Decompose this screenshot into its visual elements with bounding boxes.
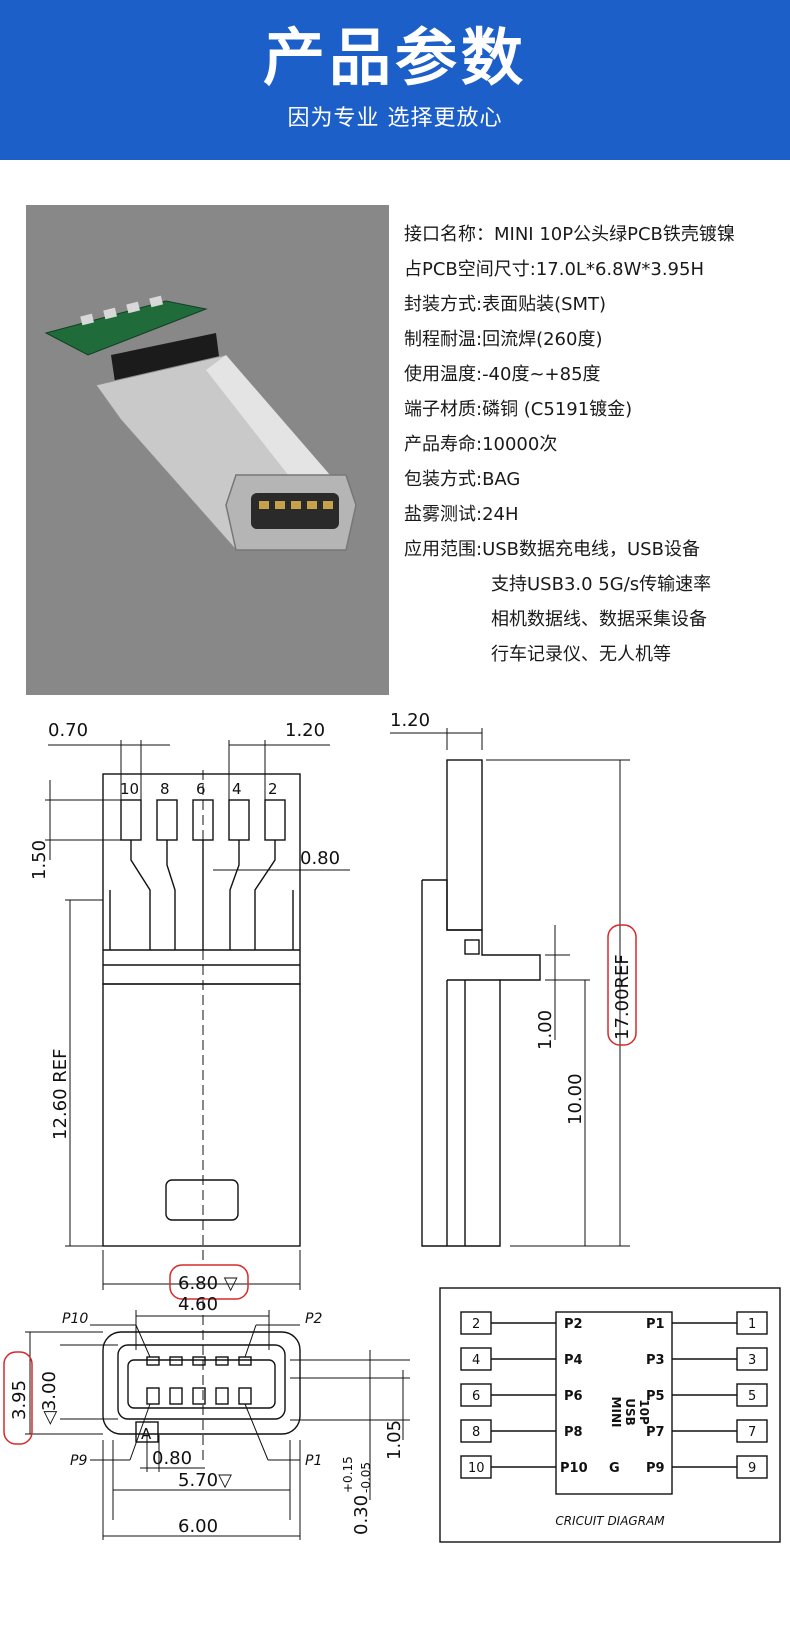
page-subtitle: 因为专业 选择更放心 — [287, 106, 503, 131]
front-dim-300-label: ◁3.00 — [39, 1371, 60, 1425]
front-dim-030-label: 0.30 — [351, 1495, 372, 1535]
front-dim-600-label: 6.00 — [178, 1516, 218, 1537]
circuit-num-7: 7 — [748, 1425, 756, 1440]
pin-label-6: 6 — [196, 780, 206, 798]
circuit-pin-p5: P5 — [646, 1389, 665, 1404]
circuit-caption: CRICUIT DIAGRAM — [555, 1514, 665, 1528]
circuit-pin-p2: P2 — [564, 1317, 583, 1332]
front-dim-105-label: 1.05 — [384, 1420, 405, 1460]
circuit-pin-p10: P10 — [560, 1461, 588, 1476]
circuit-num-4: 4 — [472, 1353, 480, 1368]
circuit-pin-p9: P9 — [646, 1461, 665, 1476]
front-dim-395-label: 3.95 — [9, 1380, 30, 1420]
circuit-num-1: 1 — [748, 1317, 756, 1332]
circuit-chip-line-2: USB — [623, 1398, 637, 1426]
front-marker-a: A — [141, 1425, 152, 1443]
side-dim-step-label: 1.00 — [535, 1010, 556, 1050]
circuit-pin-p8: P8 — [564, 1425, 583, 1440]
circuit-pin-p6: P6 — [564, 1389, 583, 1404]
front-p2-label: P2 — [305, 1311, 322, 1327]
front-p10-label: P10 — [62, 1311, 88, 1327]
spec-application-line-2: 支持USB3.0 5G/s传输速率 — [491, 574, 712, 595]
pin-label-10: 10 — [120, 780, 139, 798]
front-p1-label: P1 — [305, 1453, 322, 1469]
technical-drawing: 0.70 1.20 10 8 6 4 2 0.80 1.50 12.60 REF… — [3, 710, 781, 1543]
spec-application: 应用范围:USB数据充电线，USB设备 — [404, 539, 700, 560]
spec-package: 封装方式:表面贴装(SMT) — [404, 294, 607, 315]
dim-body-label: 12.60 REF — [50, 1049, 71, 1141]
circuit-pin-p1: P1 — [646, 1317, 665, 1332]
header-banner: 产品参数 因为专业 选择更放心 — [0, 0, 790, 160]
front-dim-080-label: 0.80 — [152, 1448, 192, 1469]
circuit-ground-label: G — [609, 1461, 620, 1476]
side-dim-total-label: 17.00REF — [612, 954, 633, 1040]
circuit-num-9: 9 — [748, 1461, 756, 1476]
dim-width-label: 6.80 ▽ — [178, 1273, 238, 1294]
dim-pad-label: 1.20 — [285, 720, 325, 741]
front-tol-plus-label: +0.15 — [341, 1456, 355, 1493]
dim-pad-len-label: 1.50 — [29, 840, 50, 880]
front-tol-minus-label: -0.05 — [359, 1462, 373, 1493]
circuit-num-8: 8 — [472, 1425, 480, 1440]
circuit-chip-line-3: 10P — [637, 1399, 651, 1425]
circuit-num-3: 3 — [748, 1353, 756, 1368]
side-dim-top-label: 1.20 — [390, 710, 430, 731]
circuit-num-2: 2 — [472, 1317, 480, 1332]
circuit-num-6: 6 — [472, 1389, 480, 1404]
spec-application-line-4: 行车记录仪、无人机等 — [491, 644, 671, 665]
product-photo — [26, 205, 389, 695]
front-dim-460-label: 4.60 — [178, 1294, 218, 1315]
circuit-num-5: 5 — [748, 1389, 756, 1404]
spec-packing: 包装方式:BAG — [404, 469, 521, 490]
spec-application-line-3: 相机数据线、数据采集设备 — [491, 609, 707, 630]
circuit-pin-p3: P3 — [646, 1353, 665, 1368]
spec-interface: 接口名称：MINI 10P公头绿PCB铁壳镀镍 — [404, 224, 735, 245]
circuit-pin-p7: P7 — [646, 1425, 665, 1440]
dim-lead-label: 0.80 — [300, 848, 340, 869]
spec-salt-spray: 盐雾测试:24H — [404, 504, 519, 525]
spec-process-temp: 制程耐温:回流焊(260度) — [404, 329, 603, 350]
circuit-chip-line-1: MINI — [609, 1397, 623, 1428]
pin-label-8: 8 — [160, 780, 170, 798]
pin-label-4: 4 — [232, 780, 242, 798]
spec-terminal-material: 端子材质:磷铜 (C5191镀金) — [404, 399, 633, 420]
spec-list: 接口名称：MINI 10P公头绿PCB铁壳镀镍 占PCB空间尺寸:17.0L*6… — [404, 222, 784, 677]
circuit-pin-p4: P4 — [564, 1353, 583, 1368]
spec-lifetime: 产品寿命:10000次 — [404, 434, 558, 455]
front-dim-570-label: 5.70▽ — [178, 1470, 232, 1491]
front-p9-label: P9 — [70, 1453, 87, 1469]
circuit-num-10: 10 — [468, 1461, 485, 1476]
dim-pitch-label: 0.70 — [48, 720, 88, 741]
pin-label-2: 2 — [268, 780, 278, 798]
spec-footprint: 占PCB空间尺寸:17.0L*6.8W*3.95H — [404, 259, 704, 280]
side-dim-len-label: 10.00 — [565, 1073, 586, 1125]
spec-operating-temp: 使用温度:-40度~+85度 — [404, 364, 601, 385]
page-title: 产品参数 — [262, 21, 527, 94]
